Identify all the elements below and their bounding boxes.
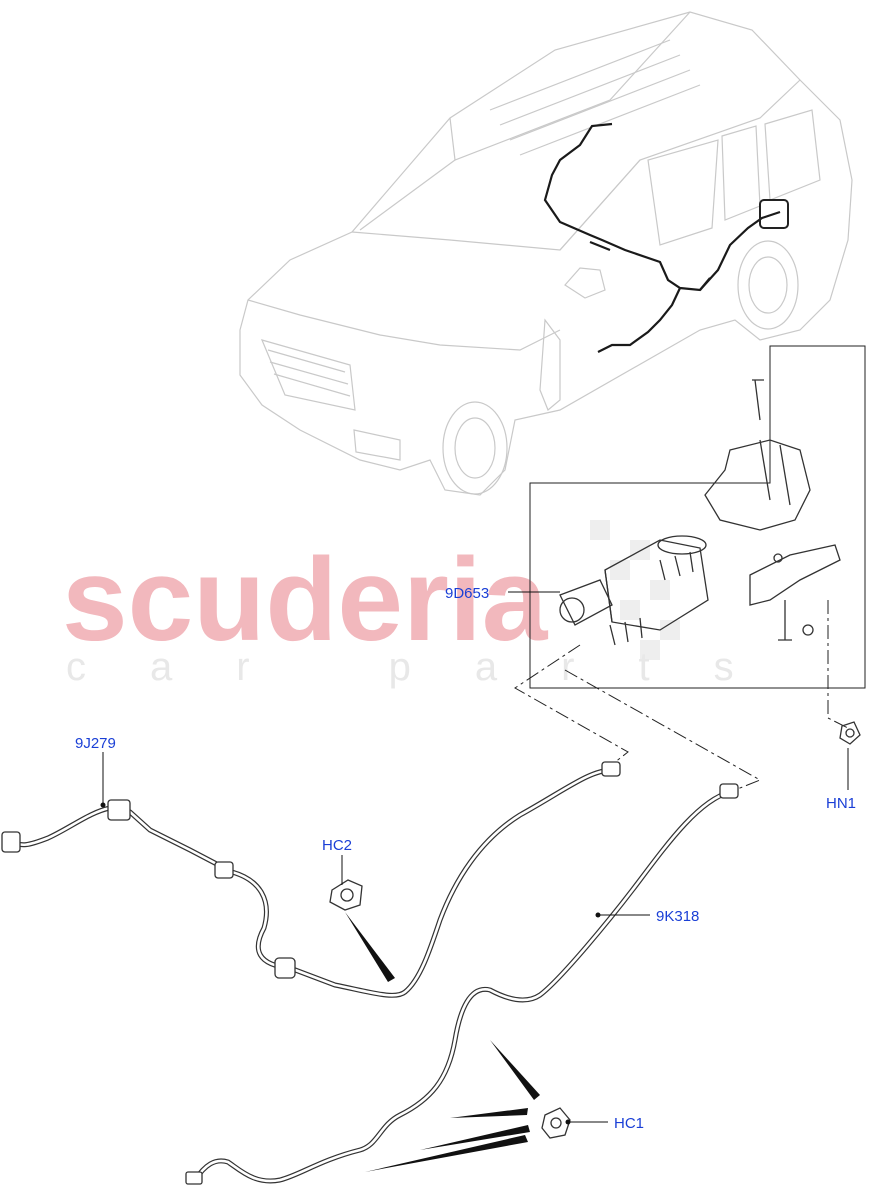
callout-hn1[interactable]: HN1 bbox=[826, 795, 856, 812]
leader-lines bbox=[100, 591, 849, 1172]
vehicle-outline bbox=[239, 11, 853, 496]
callout-9d653[interactable]: 9D653 bbox=[445, 585, 489, 602]
canister-bracket bbox=[704, 379, 841, 641]
callout-hc1[interactable]: HC1 bbox=[614, 1115, 644, 1132]
purge-hose bbox=[1, 761, 621, 998]
watermark-tagline: car parts bbox=[66, 645, 798, 689]
connection-lines bbox=[514, 600, 849, 791]
watermark-brand: scuderia bbox=[62, 534, 549, 666]
clip-hc2 bbox=[329, 879, 363, 911]
wiring-harness bbox=[543, 122, 789, 353]
callout-9k318[interactable]: 9K318 bbox=[656, 908, 699, 925]
callout-9j279[interactable]: 9J279 bbox=[75, 735, 116, 752]
clip-hc1 bbox=[541, 1107, 571, 1139]
watermark: scuderia car parts bbox=[62, 520, 798, 689]
callout-hc2[interactable]: HC2 bbox=[322, 837, 352, 854]
nut-hn1 bbox=[839, 721, 861, 745]
detail-frame bbox=[529, 345, 866, 689]
vent-hose bbox=[185, 783, 739, 1185]
evap-canister bbox=[559, 535, 709, 646]
